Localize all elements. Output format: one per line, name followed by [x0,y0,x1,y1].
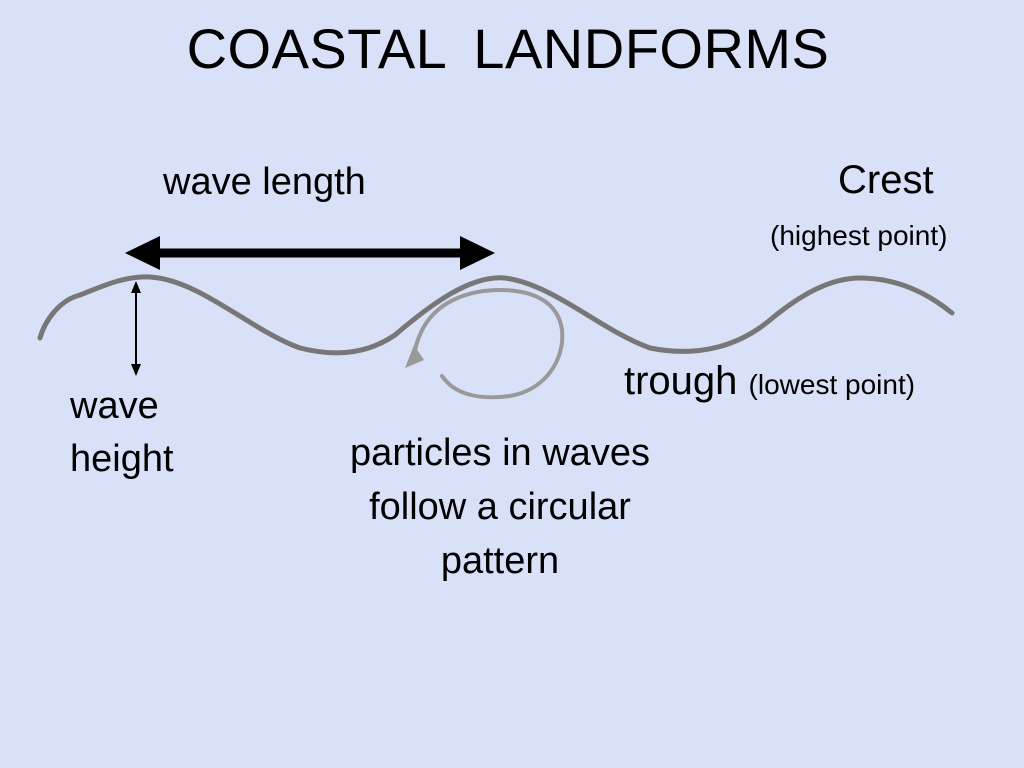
wave-height-arrowhead-top [131,281,141,293]
particles-caption: particles in waves follow a circular pat… [350,432,650,582]
trough-label: trough (lowest point) [624,357,915,405]
orbit-arrowhead [405,345,424,368]
wave-height-arrowhead-bottom [131,364,141,376]
wave-height-label: wave height [70,380,210,486]
wave-length-arrowhead-right [460,236,495,270]
wave-line [37,274,955,356]
crest-note: (highest point) [770,220,948,251]
trough-note: (lowest point) [748,369,916,400]
wave-height-line1: wave [70,385,159,427]
wave-length-label: wave length [163,161,366,203]
trough-text: trough [624,359,738,403]
slide-title: COASTAL LANDFORMS [186,17,830,80]
crest-label: Crest [838,158,934,202]
wave-height-line2: height [70,438,174,481]
particle-orbit [411,287,565,400]
wave-length-arrowhead-left [125,236,160,270]
